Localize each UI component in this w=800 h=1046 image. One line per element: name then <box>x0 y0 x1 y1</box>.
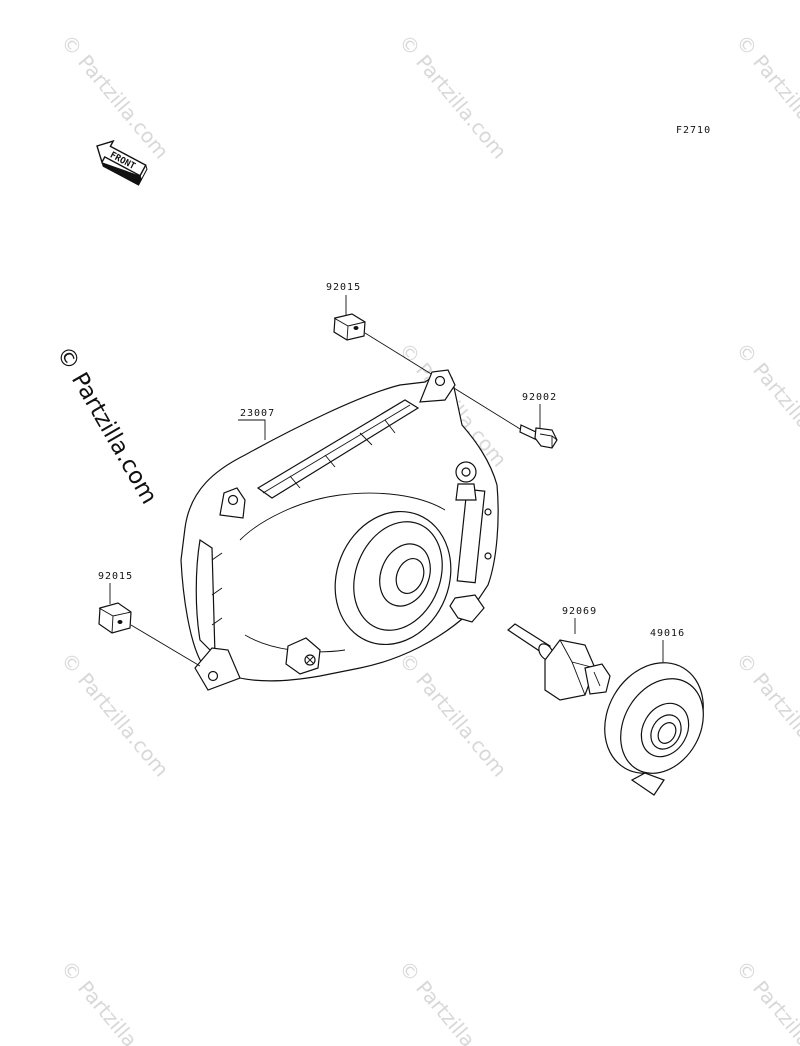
part-label-bulb: 92069 <box>562 606 597 617</box>
part-label-bolt: 92002 <box>522 392 557 403</box>
watermark: © Partzilla.com <box>394 30 512 164</box>
part-label-cover: 49016 <box>650 628 685 639</box>
bulb <box>507 623 611 701</box>
headlight-housing <box>180 369 499 691</box>
clip-top <box>333 313 366 341</box>
watermark: © Partzilla.com <box>731 956 800 1046</box>
leader-line <box>130 624 201 667</box>
watermark: © Partzilla.com <box>56 956 174 1046</box>
part-label-clip-left: 92015 <box>98 571 133 582</box>
clip-left <box>98 602 132 634</box>
part-label-clip-top: 92015 <box>326 282 361 293</box>
watermark: © Partzilla.com <box>394 648 512 782</box>
part-label-housing: 23007 <box>240 408 275 419</box>
watermark: © Partzilla.com <box>56 648 174 782</box>
watermark: © Partzilla.com <box>731 30 800 164</box>
watermark: © Partzilla.com <box>56 30 174 164</box>
figure-code: F2710 <box>676 125 711 136</box>
bolt <box>519 424 558 449</box>
dust-cover <box>604 662 704 796</box>
watermark: © Partzilla.com <box>731 338 800 472</box>
watermark: © Partzilla.com <box>394 956 512 1046</box>
leader-line <box>238 419 266 440</box>
watermark-main: © Partzilla.com <box>51 342 162 509</box>
watermark: © Partzilla.com <box>731 648 800 782</box>
